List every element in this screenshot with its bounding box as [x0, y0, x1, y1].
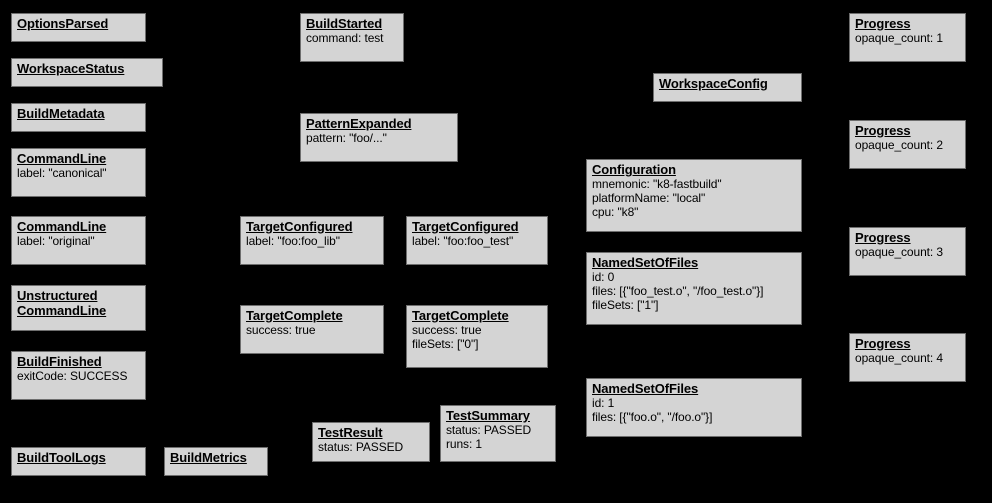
- node-field: files: [{"foo.o", "/foo.o"}]: [592, 410, 713, 424]
- node-field: platformName: "local": [592, 191, 706, 205]
- node-title: Progress: [855, 336, 911, 351]
- node-build-tool-logs[interactable]: BuildToolLogs: [11, 447, 146, 476]
- node-workspace-status[interactable]: WorkspaceStatus: [11, 58, 163, 87]
- node-field: opaque_count: 2: [855, 138, 943, 152]
- node-title: TargetConfigured: [246, 219, 353, 234]
- node-title: NamedSetOfFiles: [592, 381, 699, 396]
- node-title: Configuration: [592, 162, 676, 177]
- node-title: NamedSetOfFiles: [592, 255, 699, 270]
- node-build-metadata[interactable]: BuildMetadata: [11, 103, 146, 132]
- node-field: status: PASSED: [446, 423, 532, 437]
- node-field: fileSets: ["1"]: [592, 298, 659, 312]
- node-workspace-config[interactable]: WorkspaceConfig: [653, 73, 802, 102]
- node-field: command: test: [306, 31, 384, 45]
- node-field: success: true: [412, 323, 482, 337]
- node-field: fileSets: ["0"]: [412, 337, 479, 351]
- node-field: opaque_count: 1: [855, 31, 943, 45]
- node-title: BuildMetadata: [17, 106, 105, 121]
- node-field: opaque_count: 4: [855, 351, 943, 365]
- node-title: TestSummary: [446, 408, 530, 423]
- node-field: exitCode: SUCCESS: [17, 369, 128, 383]
- node-field: id: 1: [592, 396, 615, 410]
- node-options-parsed[interactable]: OptionsParsed: [11, 13, 146, 42]
- node-title: OptionsParsed: [17, 16, 109, 31]
- node-unstructured-command-line[interactable]: Unstructured CommandLine: [11, 285, 146, 331]
- node-title: TargetConfigured: [412, 219, 519, 234]
- node-title: WorkspaceConfig: [659, 76, 768, 91]
- node-field: files: [{"foo_test.o", "/foo_test.o"}]: [592, 284, 764, 298]
- node-field: label: "original": [17, 234, 95, 248]
- node-title: BuildToolLogs: [17, 450, 106, 465]
- node-title: TargetComplete: [412, 308, 509, 323]
- node-field: label: "canonical": [17, 166, 107, 180]
- node-title: BuildMetrics: [170, 450, 247, 465]
- node-build-metrics[interactable]: BuildMetrics: [164, 447, 268, 476]
- node-field: id: 0: [592, 270, 615, 284]
- node-field: pattern: "foo/...": [306, 131, 387, 145]
- node-title: Progress: [855, 123, 911, 138]
- node-title: TestResult: [318, 425, 383, 440]
- node-title: BuildFinished: [17, 354, 102, 369]
- node-field: opaque_count: 3: [855, 245, 943, 259]
- node-title: Progress: [855, 230, 911, 245]
- node-field: label: "foo:foo_test": [412, 234, 514, 248]
- node-title: PatternExpanded: [306, 116, 412, 131]
- node-title: TargetComplete: [246, 308, 343, 323]
- node-field: cpu: "k8": [592, 205, 639, 219]
- node-title: Unstructured CommandLine: [17, 288, 107, 318]
- node-field: mnemonic: "k8-fastbuild": [592, 177, 722, 191]
- node-title: BuildStarted: [306, 16, 383, 31]
- node-field: runs: 1: [446, 437, 482, 451]
- node-field: label: "foo:foo_lib": [246, 234, 340, 248]
- node-field: success: true: [246, 323, 316, 337]
- node-title: CommandLine: [17, 219, 107, 234]
- node-title: Progress: [855, 16, 911, 31]
- node-title: WorkspaceStatus: [17, 61, 125, 76]
- node-field: status: PASSED: [318, 440, 404, 454]
- node-title: CommandLine: [17, 151, 107, 166]
